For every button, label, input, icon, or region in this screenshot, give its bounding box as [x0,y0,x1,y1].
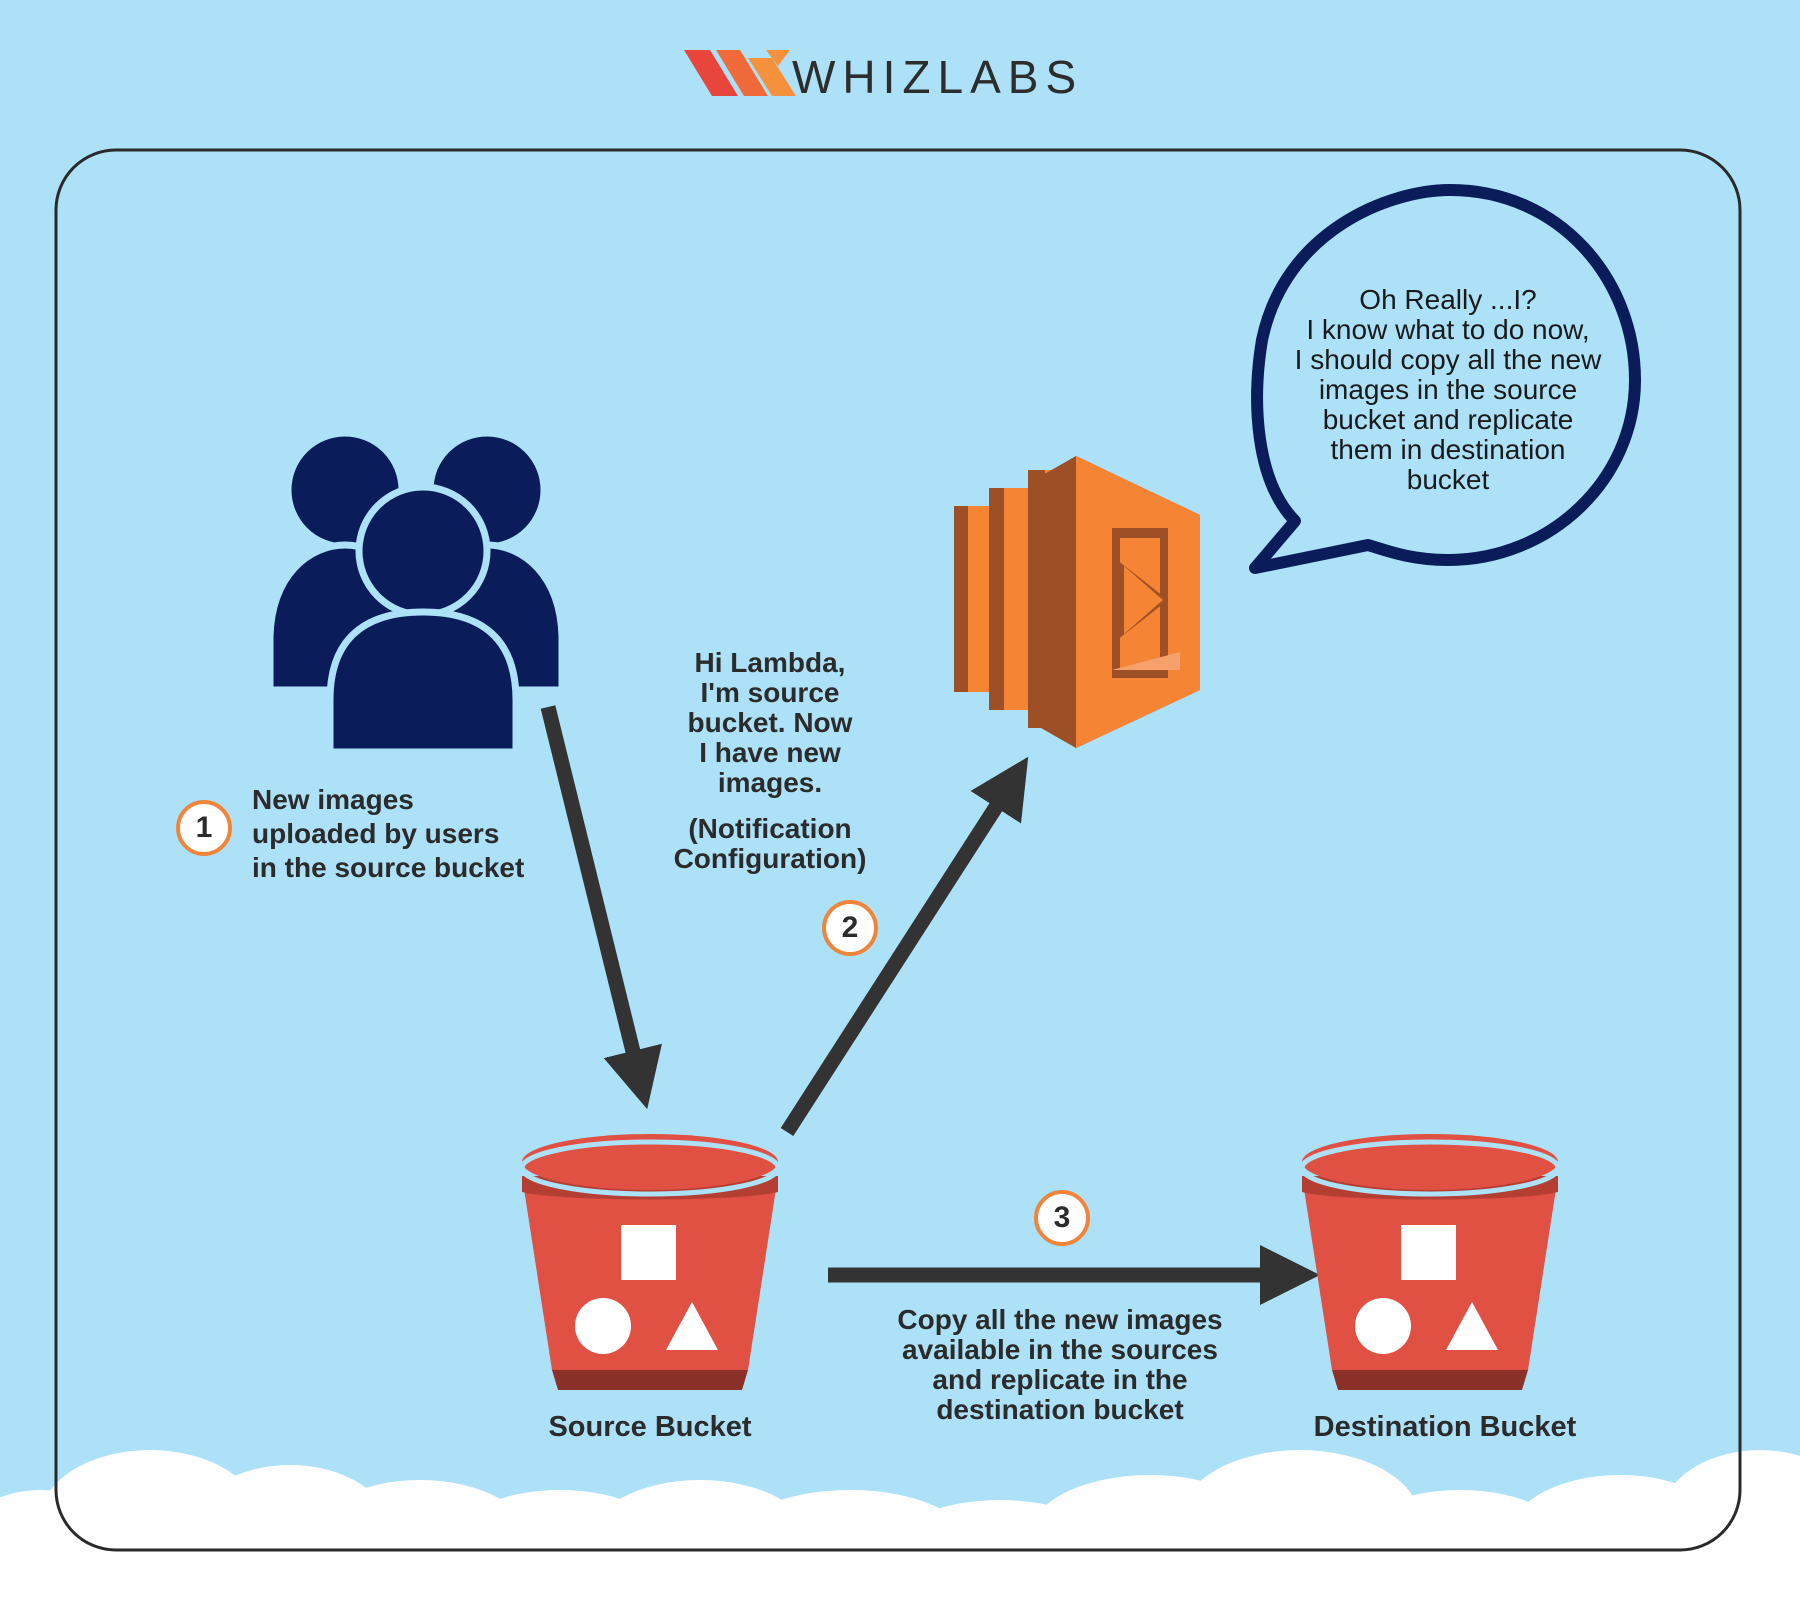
source-bucket-icon [519,1134,781,1390]
step-2-note: (Notification Configuration) [673,813,867,874]
speech-bubble [1249,184,1641,574]
brand-name: WHIZLABS [792,51,1084,103]
aws-lambda-icon [954,456,1200,748]
diagram-frame [54,148,1742,1552]
step-1-text: New images uploaded by users in the sour… [252,784,525,883]
whizlabs-logo-icon [684,50,796,96]
source-bucket-label: Source Bucket [548,1411,752,1443]
step-1-badge: 1 [176,800,232,856]
step-3-badge: 3 [1034,1190,1090,1246]
arrow-users-to-source [540,705,662,1110]
destination-bucket-label: Destination Bucket [1313,1411,1577,1443]
speech-text: Oh Really ...I? I know what to do now, I… [1294,284,1602,495]
arrow-source-to-lambda [780,756,1029,1137]
clouds-decoration [0,1450,1800,1600]
step-2-badge: 2 [822,900,878,956]
users-group-icon [266,429,566,756]
step-2-message: Hi Lambda, I'm source bucket. Now I have… [687,647,853,798]
step-3-text: Copy all the new images available in the… [897,1304,1223,1425]
destination-bucket-icon [1299,1134,1561,1390]
